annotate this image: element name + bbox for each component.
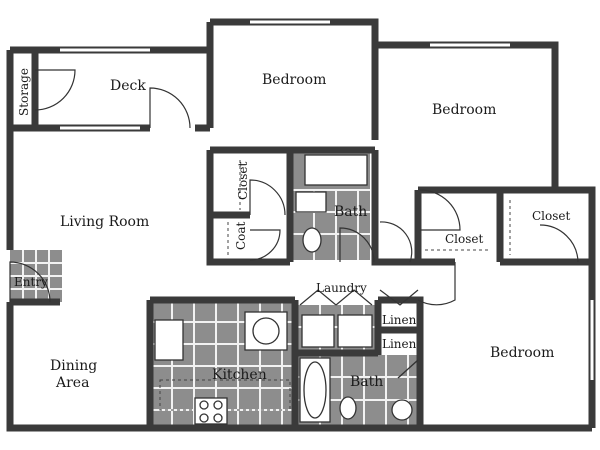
bathtub-1 [304, 154, 368, 186]
bedroom-1-label: Bedroom [262, 72, 326, 88]
entry-door [9, 261, 51, 303]
counter-left [154, 319, 184, 361]
laundry-label: Laundry [316, 281, 367, 295]
deck-label: Deck [110, 78, 146, 94]
bedroom-3-door [417, 262, 456, 306]
storage-label: Storage [17, 68, 31, 116]
closet-2-door [419, 189, 461, 231]
entry-label: Entry [14, 275, 48, 289]
fixtures [154, 154, 511, 425]
sink-2 [391, 399, 413, 421]
bath-2-door [397, 359, 419, 379]
closet-2-label: Closet [445, 232, 484, 246]
kitchen-label: Kitchen [212, 367, 267, 383]
windows [60, 20, 594, 380]
dining-label-line1: Dining [50, 358, 97, 374]
room-labels: Storage Deck Bedroom Bedroom Closet Coat… [14, 68, 571, 391]
closet-3-label: Closet [532, 209, 571, 223]
closet-3-door [539, 224, 579, 263]
bath-1-door [339, 227, 375, 263]
closet-coat-label: Closet [236, 161, 250, 200]
bath-2-label: Bath [350, 374, 383, 390]
bath-1-label: Bath [334, 204, 367, 220]
linen-door [379, 289, 419, 306]
dryer [337, 314, 373, 348]
toilet-1 [302, 227, 322, 253]
doors [9, 69, 579, 379]
laundry-door-right [335, 289, 373, 306]
stove [194, 397, 228, 425]
vanity-1 [295, 191, 327, 213]
toilet-2 [339, 396, 357, 420]
coat-closet-door [249, 229, 281, 261]
tub-2-basin [303, 361, 327, 419]
coat-label: Coat [234, 221, 248, 250]
storage-door [34, 69, 76, 111]
linen-2-label: Linen [382, 337, 417, 351]
bedroom-3-label: Bedroom [490, 345, 554, 361]
dining-label-line2: Area [55, 375, 89, 391]
bedroom-2-label: Bedroom [432, 102, 496, 118]
walls [6, 18, 596, 432]
sink-bowl [252, 317, 280, 345]
living-room-label: Living Room [60, 214, 149, 230]
laundry-door-left [299, 289, 337, 306]
deck-door [149, 87, 191, 129]
hall-door [379, 221, 413, 263]
washer [301, 314, 335, 348]
bedroom-1-door [249, 179, 286, 216]
linen-1-label: Linen [382, 313, 417, 327]
